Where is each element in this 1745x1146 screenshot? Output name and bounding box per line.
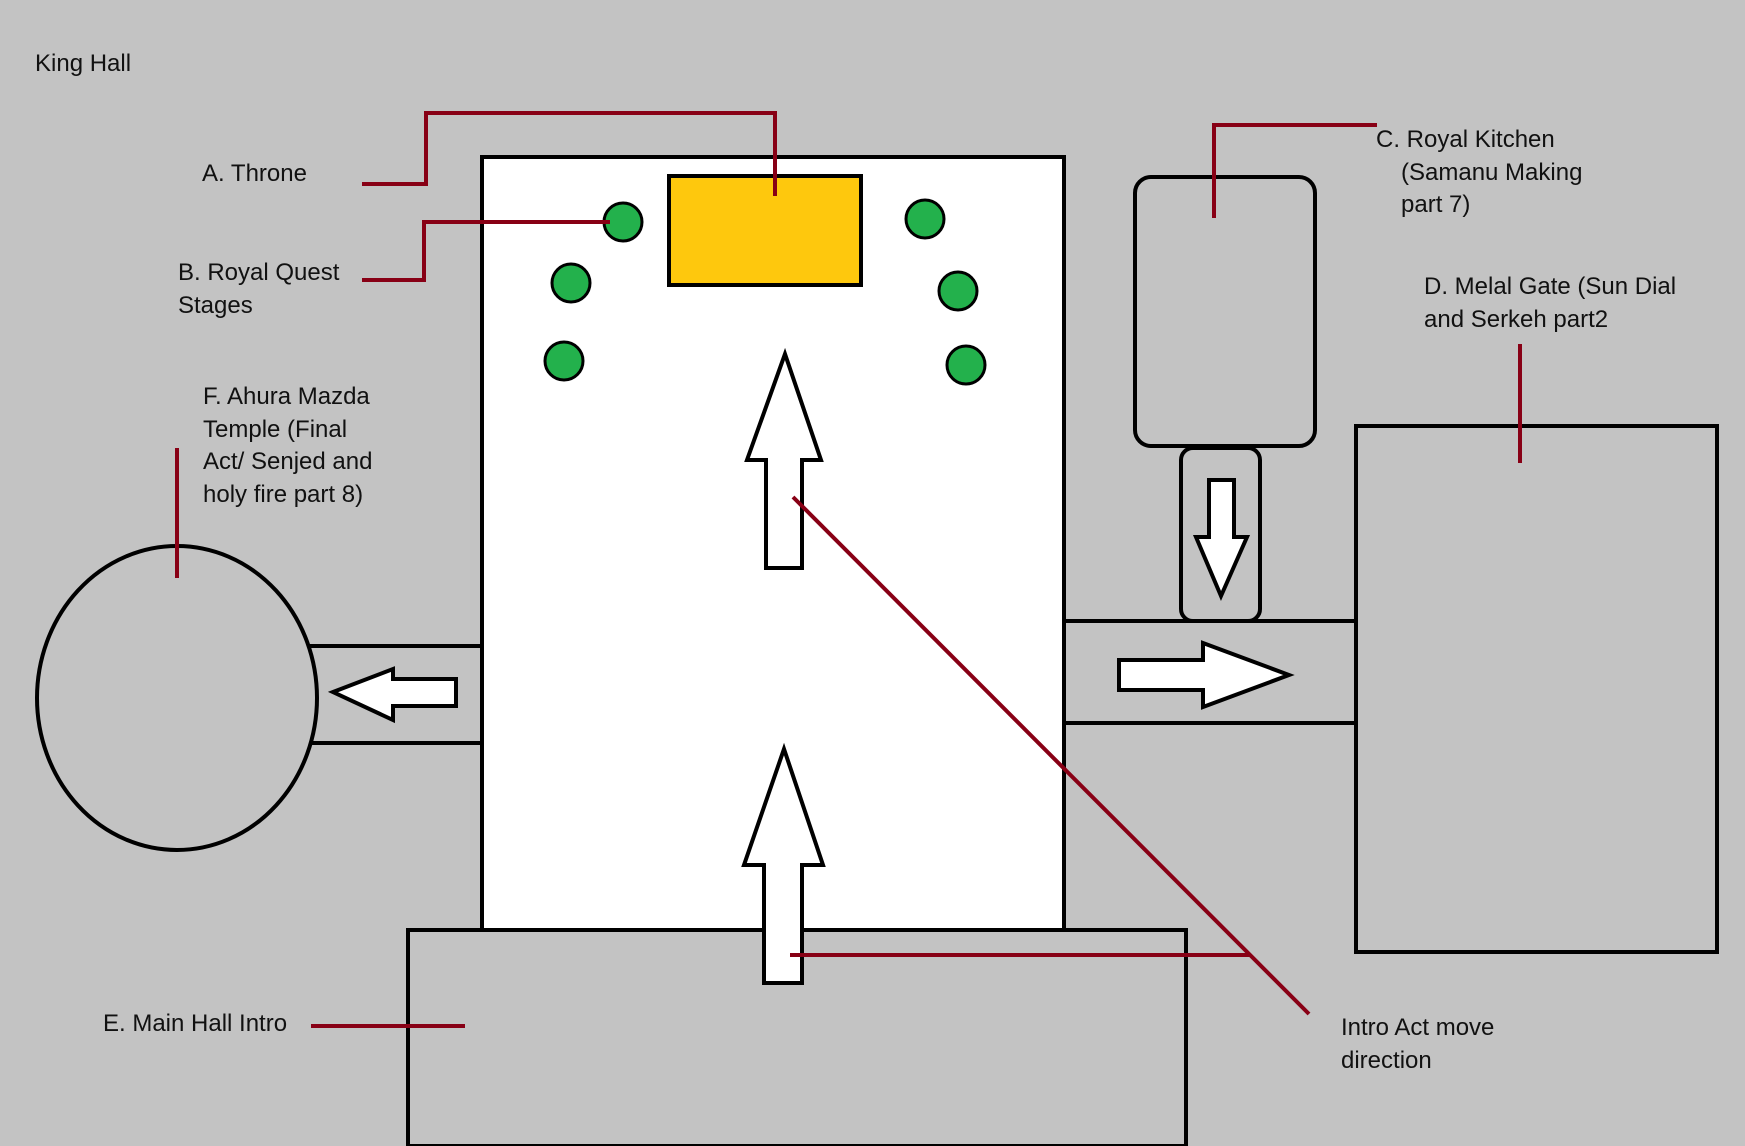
quest-stage-marker <box>904 198 946 240</box>
arrow-up-icon <box>744 347 824 570</box>
arrow-left-icon <box>327 666 458 724</box>
label-ahura-mazda-temple: F. Ahura Mazda Temple (Final Act/ Senjed… <box>203 383 373 508</box>
quest-stage-markers <box>543 198 987 386</box>
melal-gate-room <box>1354 424 1719 954</box>
throne-leader-line <box>362 111 777 196</box>
arrow-down-icon <box>1192 478 1251 602</box>
intro-act-leader-line <box>791 495 1311 1016</box>
quest-stage-marker <box>550 262 592 304</box>
quest-stage-marker <box>937 270 979 312</box>
page-title: King Hall <box>35 50 132 77</box>
arrow-right-icon <box>1117 640 1295 710</box>
royal-kitchen-room <box>1133 175 1317 448</box>
kitchen-leader-line <box>1212 123 1377 218</box>
throne <box>667 174 863 287</box>
label-main-hall-intro: E. Main Hall Intro <box>103 1010 288 1037</box>
label-intro-act-direction: Intro Act move direction <box>1341 1014 1495 1074</box>
quest-stage-marker <box>543 340 585 382</box>
label-royal-quest-stages: B. Royal Quest Stages <box>178 259 340 319</box>
ahura-mazda-temple <box>35 544 319 852</box>
arrow-up-icon <box>741 742 826 985</box>
quest-leader-line <box>362 220 610 282</box>
label-melal-gate: D. Melal Gate (Sun Dial and Serkeh part2 <box>1424 273 1677 333</box>
quest-stage-marker <box>945 344 987 386</box>
label-throne: A. Throne <box>202 160 307 187</box>
label-royal-kitchen: C. Royal Kitchen (Samanu Making part 7) <box>1376 126 1583 218</box>
